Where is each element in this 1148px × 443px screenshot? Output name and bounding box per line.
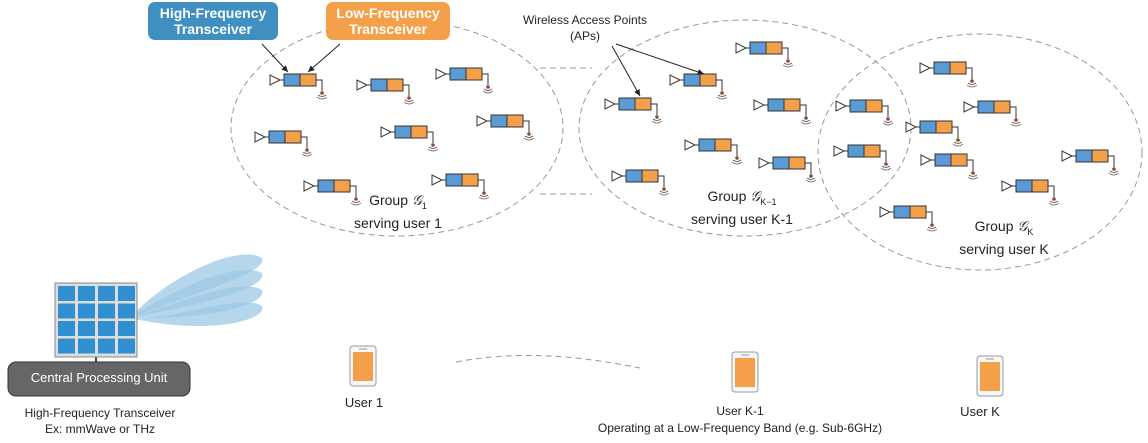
access-point-icon (905, 120, 964, 147)
ap-label-line1: Wireless Access Points (522, 13, 648, 27)
group-k-serving: serving user K (959, 240, 1049, 257)
access-point-icon (1001, 179, 1060, 206)
pointer-arrow (611, 45, 641, 97)
group-k-label: Group 𝒢K serving user K (940, 218, 1068, 258)
low-frequency-line2: Transceiver (349, 21, 427, 37)
group-1-sub: 1 (421, 200, 427, 211)
arrowhead (634, 89, 640, 96)
high-frequency-callout: High-Frequency Transceiver (148, 2, 278, 40)
access-point-icon (735, 41, 794, 68)
cpu-label: Central Processing Unit (30, 370, 168, 385)
beam-lobe (130, 302, 263, 327)
cpu-caption: High-Frequency Transceiver Ex: mmWave or… (0, 405, 200, 437)
access-point-icon (833, 144, 892, 171)
beam-lobe (130, 269, 263, 318)
arrowhead (308, 65, 315, 72)
access-point-icon (476, 114, 535, 141)
access-point-icon (879, 205, 938, 232)
user-k-1-label: User K-1 (716, 404, 764, 418)
smartphone-icon (349, 345, 377, 387)
group-k-ellipse (817, 33, 1143, 271)
access-point-icon (919, 61, 978, 88)
access-point-icon (920, 153, 979, 180)
group-1-label: Group 𝒢1 serving user 1 (336, 192, 460, 232)
group-1-serving: serving user 1 (354, 214, 442, 231)
high-frequency-line2: Transceiver (174, 21, 252, 37)
access-point-icon (835, 99, 894, 126)
user-k-label: User K (960, 404, 1000, 419)
ap-label-line2: (APs) (570, 29, 600, 43)
user-k-1-band: Operating at a Low-Frequency Band (e.g. … (597, 421, 883, 435)
ap-label: Wireless Access Points (APs) (510, 12, 660, 44)
access-point-icon (356, 78, 415, 105)
arrowhead (281, 65, 288, 72)
access-point-icon (963, 100, 1022, 127)
beam-lobe (130, 286, 263, 319)
group-k-1-symbol: 𝒢 (750, 189, 761, 205)
cpu-caption-line2: Ex: mmWave or THz (44, 422, 155, 436)
cpu-box (7, 361, 191, 397)
smartphone-icon (731, 351, 759, 393)
access-point-icon (753, 98, 812, 125)
low-frequency-line1: Low-Frequency (336, 5, 440, 21)
group-k-symbol: 𝒢 (1017, 219, 1028, 235)
smartphone-icon (976, 355, 1004, 397)
group-k-1-sub: K−1 (760, 196, 777, 207)
group-1-symbol: 𝒢 (411, 193, 422, 209)
access-point-icon (303, 179, 362, 206)
access-point-icon (1061, 149, 1120, 176)
group-1-prefix: Group (369, 192, 412, 208)
group-k-prefix: Group (974, 218, 1018, 234)
access-point-icon (269, 73, 328, 100)
pointer-arrow (261, 43, 289, 73)
access-point-icon (669, 73, 728, 100)
cpu-caption-line1: High-Frequency Transceiver (24, 406, 176, 420)
pointer-arrow (307, 43, 341, 73)
access-point-icon (431, 173, 490, 200)
access-point-icon (254, 130, 313, 157)
access-point-icon (604, 97, 663, 124)
group-k-1-prefix: Group (707, 188, 751, 204)
access-point-icon (435, 67, 494, 94)
arrowhead (697, 69, 704, 75)
access-point-icon (380, 125, 439, 152)
group-k-1-label: Group 𝒢K−1 serving user K-1 (678, 188, 806, 228)
high-frequency-line1: High-Frequency (159, 5, 267, 21)
user-1-label: User 1 (344, 395, 384, 410)
low-frequency-callout: Low-Frequency Transceiver (326, 2, 450, 40)
pointer-arrow (615, 43, 705, 75)
group-k-sub: K (1027, 226, 1034, 237)
access-point-icon (758, 156, 817, 183)
access-point-icon (611, 169, 670, 196)
user-link-curve (455, 354, 641, 369)
group-k-1-serving: serving user K-1 (691, 210, 793, 227)
access-point-icon (684, 138, 743, 165)
antenna-array-icon (54, 282, 138, 362)
